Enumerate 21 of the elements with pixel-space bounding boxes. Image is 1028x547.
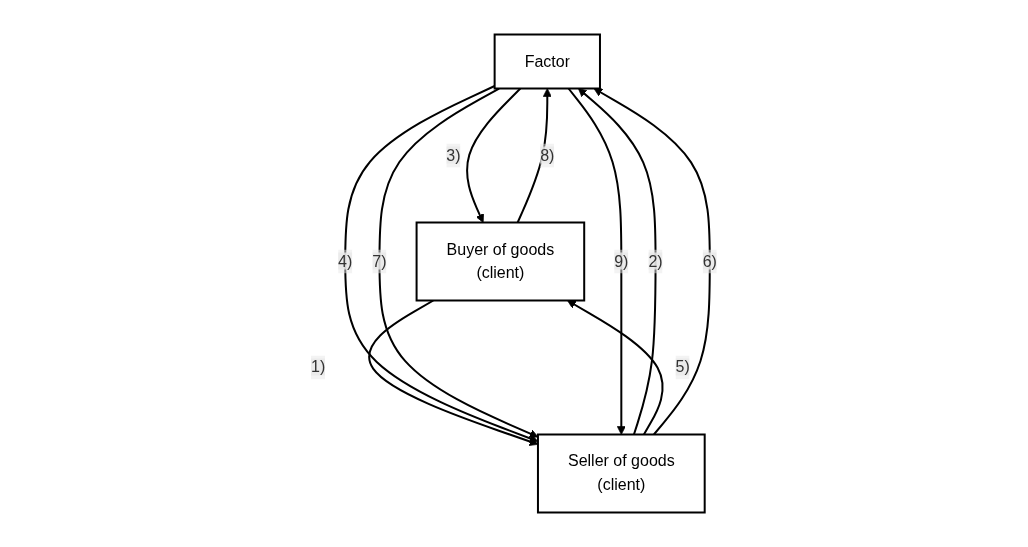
node-box: Seller of goods (client) [537,433,706,514]
node-box: Factor [493,33,601,90]
arrow [567,300,664,436]
arrow [516,88,552,224]
edge-label: 4) [338,252,353,270]
arrow [466,87,522,223]
node-box: Buyer of goods (client) [415,221,586,302]
edge-label: 5) [675,358,690,376]
edge-label: 2) [648,252,663,270]
edge-label: 7) [372,252,387,270]
edge-label: 1) [311,358,326,376]
edge-label: 6) [702,252,717,270]
edge-label: 3) [446,146,461,164]
edge-label: 8) [540,146,555,164]
arrow [378,87,539,438]
arrow [344,85,539,443]
arrow [368,299,539,446]
edge-label: 9) [614,252,629,270]
arrow [593,88,711,436]
arrow [578,88,657,436]
arrow [567,87,626,435]
